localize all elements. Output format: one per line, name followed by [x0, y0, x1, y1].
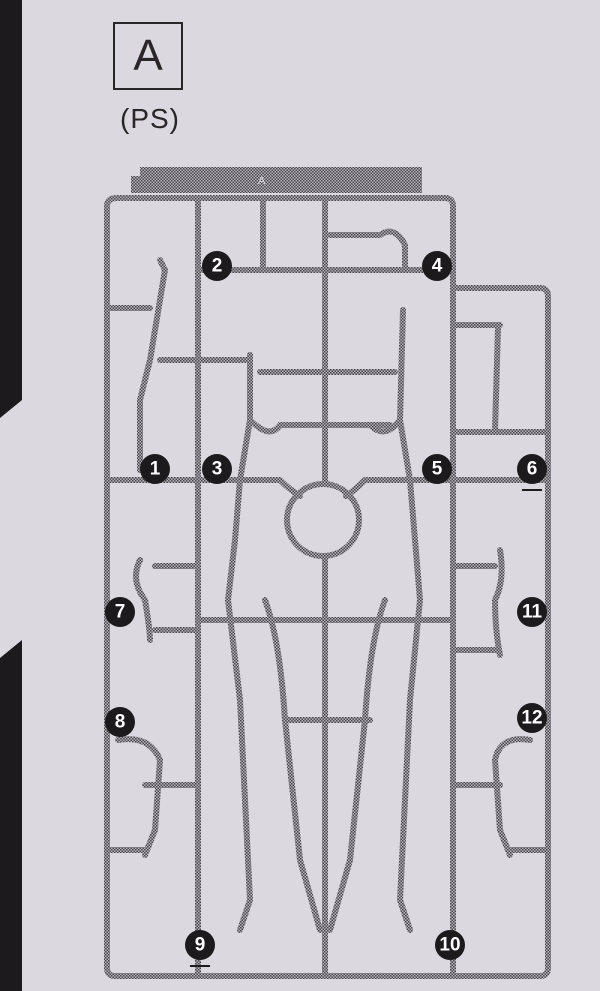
part-marker-5: 5 [422, 454, 452, 484]
page-edge-tab-top [0, 0, 22, 400]
part-marker-1: 1 [140, 454, 170, 484]
part-marker-6: 6 [517, 454, 547, 491]
svg-text:12: 12 [521, 708, 542, 729]
runner-letter: A [133, 31, 163, 80]
svg-text:10: 10 [439, 935, 460, 956]
svg-text:4: 4 [432, 256, 443, 277]
svg-text:7: 7 [115, 602, 126, 623]
runner-tag: A [258, 175, 266, 187]
part-marker-7: 7 [105, 597, 135, 627]
svg-text:5: 5 [432, 459, 443, 480]
svg-text:9: 9 [195, 935, 206, 956]
part-marker-8: 8 [105, 707, 135, 737]
svg-text:11: 11 [522, 602, 543, 623]
part-marker-2: 2 [202, 251, 232, 281]
svg-text:3: 3 [212, 459, 223, 480]
sprue-frame [104, 195, 551, 979]
part-marker-3: 3 [202, 454, 232, 484]
part-marker-12: 12 [517, 703, 547, 733]
runner-material: (PS) [120, 103, 180, 134]
runner-tag-slab: A [131, 167, 422, 193]
svg-text:8: 8 [115, 712, 126, 733]
part-marker-9: 9 [185, 930, 215, 967]
part-marker-11: 11 [517, 597, 547, 627]
svg-text:6: 6 [527, 459, 538, 480]
part-marker-4: 4 [422, 251, 452, 281]
part-marker-10: 10 [435, 930, 465, 960]
svg-text:2: 2 [212, 256, 223, 277]
runner-letter-box: A [113, 22, 183, 90]
page-edge-tab-bottom [0, 658, 22, 991]
svg-text:1: 1 [150, 459, 161, 480]
